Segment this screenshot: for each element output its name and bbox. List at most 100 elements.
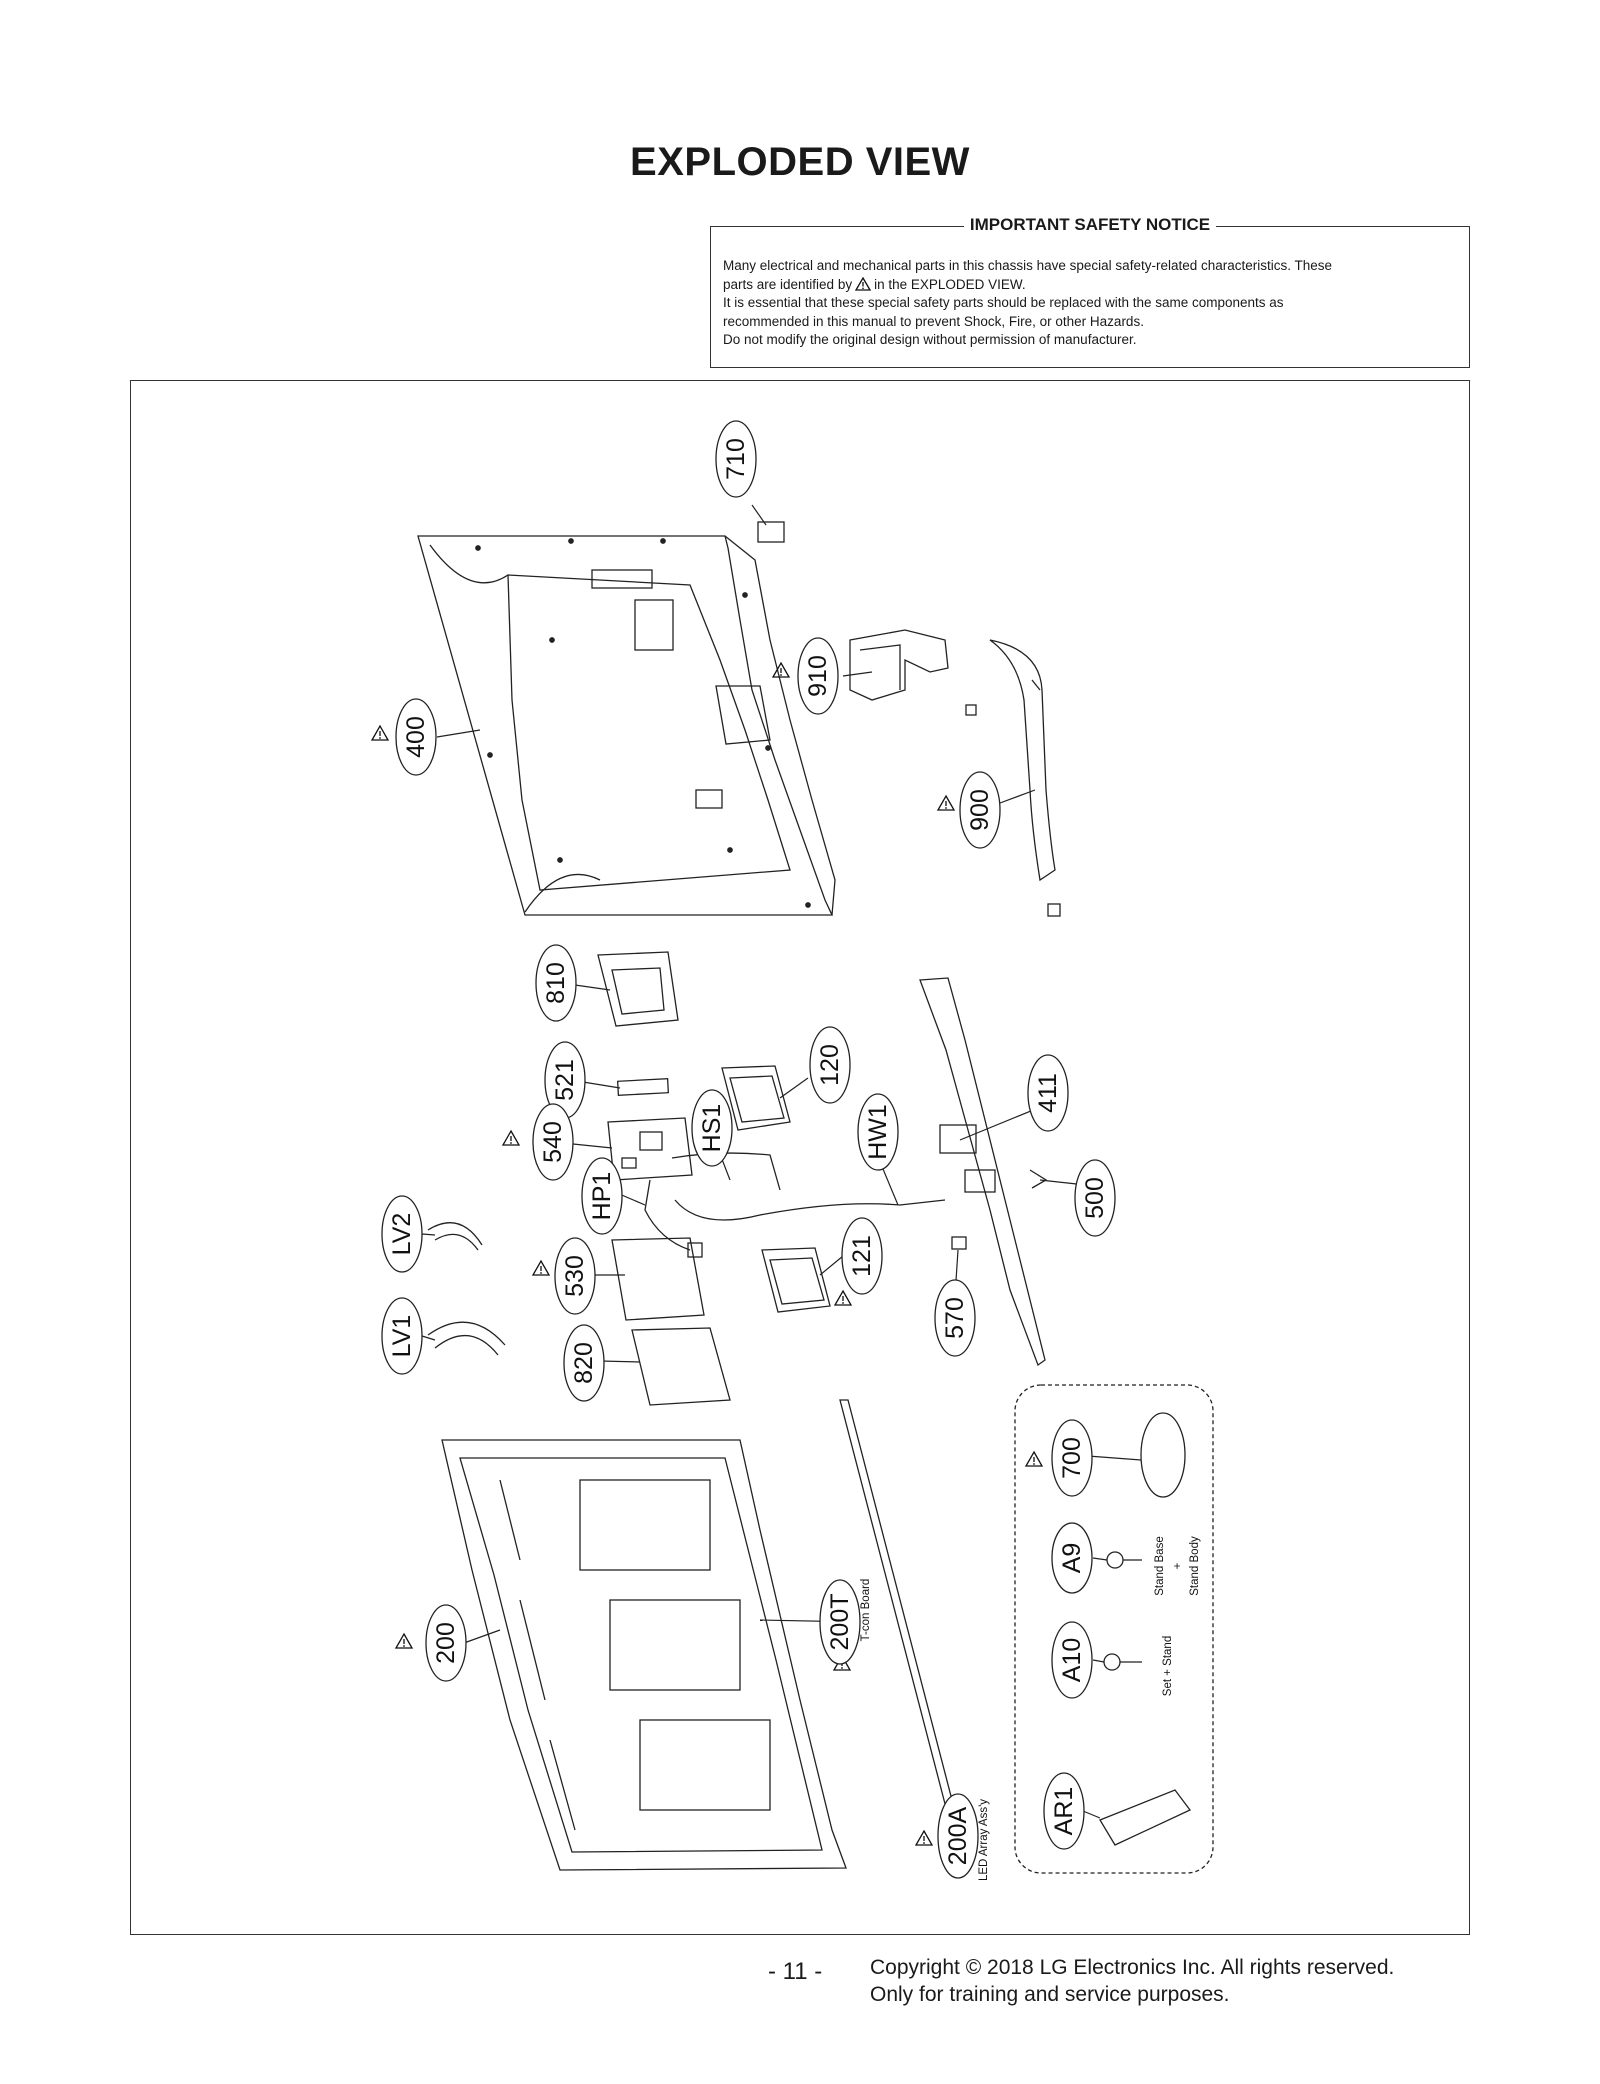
- power-cord-part: [1140, 1412, 1186, 1498]
- accessory-box: [1014, 1384, 1214, 1874]
- front-frame-part: [919, 977, 1046, 1367]
- shield-plate-820: [631, 1327, 731, 1406]
- stand-base-caption: Stand Base: [1154, 1536, 1166, 1595]
- callout-a10: A10: [1051, 1621, 1093, 1699]
- led-caption: LED Array Ass'y: [978, 1799, 990, 1881]
- safety-notice-box: IMPORTANT SAFETY NOTICE Many electrical …: [710, 215, 1470, 368]
- callout-121: 121: [841, 1217, 883, 1295]
- callout-530: 530: [554, 1237, 596, 1315]
- stand-body-part: [849, 629, 977, 716]
- callout-200: 200: [425, 1604, 467, 1682]
- svg-text:LV1: LV1: [388, 1315, 416, 1358]
- svg-text:810: 810: [542, 962, 570, 1004]
- svg-text:530: 530: [561, 1255, 589, 1297]
- svg-text:710: 710: [722, 438, 750, 480]
- callout-820: 820: [563, 1324, 605, 1402]
- warning-triangle-icon: [834, 1290, 852, 1306]
- speaker-121-part: [761, 1247, 831, 1313]
- part-710-bracket: [757, 521, 785, 543]
- svg-text:540: 540: [539, 1121, 567, 1163]
- power-board-part: [611, 1237, 705, 1321]
- svg-text:900: 900: [966, 789, 994, 831]
- svg-text:120: 120: [816, 1044, 844, 1086]
- notice-line: Do not modify the original design withou…: [723, 332, 1137, 347]
- callout-lv2: LV2: [381, 1195, 423, 1273]
- cable-hw1: [674, 1199, 946, 1221]
- callout-910: 910: [797, 637, 839, 715]
- stand-base-part: [989, 639, 1061, 917]
- warning-triangle-icon: [855, 276, 872, 291]
- callout-hw1: HW1: [857, 1093, 899, 1171]
- callout-hs1: HS1: [691, 1089, 733, 1167]
- lvds-cable-lv2: [427, 1222, 483, 1251]
- cable-hs1: [671, 1152, 781, 1191]
- callout-570: 570: [934, 1279, 976, 1357]
- back-cover-part: [417, 535, 836, 916]
- svg-text:400: 400: [402, 716, 430, 758]
- safety-notice-heading: IMPORTANT SAFETY NOTICE: [963, 215, 1217, 234]
- warning-triangle-icon: [532, 1260, 550, 1276]
- speaker-120-part: [721, 1065, 791, 1131]
- main-board-part: [607, 1117, 693, 1181]
- callout-200t: 200T: [819, 1579, 861, 1665]
- callout-a9: A9: [1051, 1522, 1093, 1594]
- svg-text:521: 521: [551, 1059, 579, 1101]
- svg-text:LV2: LV2: [388, 1213, 416, 1256]
- cable-hp1: [644, 1179, 691, 1251]
- svg-text:HP1: HP1: [588, 1172, 616, 1221]
- callout-411: 411: [1027, 1054, 1069, 1132]
- callout-200a: 200A: [937, 1793, 979, 1879]
- remote-part: [1099, 1789, 1192, 1846]
- svg-text:200: 200: [432, 1622, 460, 1664]
- callout-ar1: AR1: [1043, 1772, 1085, 1850]
- page-number: - 11 -: [768, 1958, 823, 1985]
- callout-521: 521: [544, 1041, 586, 1119]
- stand-body-caption: Stand Body: [1189, 1536, 1201, 1596]
- svg-text:200T: 200T: [826, 1594, 854, 1651]
- part-810-cover: [597, 951, 679, 1027]
- part-500-clip: [1029, 1169, 1048, 1189]
- part-570-clip: [951, 1236, 967, 1250]
- callout-500: 500: [1074, 1159, 1116, 1237]
- svg-text:A10: A10: [1058, 1638, 1086, 1682]
- svg-text:200A: 200A: [944, 1806, 972, 1865]
- notice-line: recommended in this manual to prevent Sh…: [723, 313, 1144, 329]
- page-title: EXPLODED VIEW: [630, 140, 970, 184]
- callout-120: 120: [809, 1026, 851, 1104]
- notice-line: It is essential that these special safet…: [723, 295, 1284, 310]
- callout-540: 540: [532, 1103, 574, 1181]
- svg-text:121: 121: [848, 1235, 876, 1277]
- callout-lv1: LV1: [381, 1297, 423, 1375]
- svg-text:HS1: HS1: [698, 1104, 726, 1153]
- screw-a9: [1106, 1551, 1142, 1569]
- svg-text:910: 910: [804, 655, 832, 697]
- copyright-notice: Copyright © 2018 LG Electronics Inc. All…: [870, 1956, 1395, 2006]
- screw-a10: [1103, 1653, 1142, 1671]
- callout-700: 700: [1051, 1419, 1093, 1497]
- lvds-cable-lv1: [427, 1321, 506, 1356]
- part-521-board: [616, 1078, 670, 1096]
- callout-810: 810: [535, 944, 577, 1022]
- notice-line: Many electrical and mechanical parts in …: [723, 258, 1333, 273]
- lcd-panel-part: [441, 1439, 847, 1871]
- warning-triangle-icon: [1025, 1451, 1043, 1467]
- warning-triangle-icon: [915, 1830, 933, 1846]
- callout-710: 710: [715, 420, 757, 498]
- set-stand-caption: Set + Stand: [1162, 1636, 1174, 1696]
- callout-400: 400: [395, 698, 437, 776]
- callout-hp1: HP1: [581, 1157, 623, 1235]
- svg-text:HW1: HW1: [864, 1104, 892, 1160]
- callout-900: 900: [959, 771, 1001, 849]
- svg-text:A9: A9: [1058, 1543, 1086, 1574]
- svg-text:AR1: AR1: [1050, 1787, 1078, 1836]
- svg-text:570: 570: [941, 1297, 969, 1339]
- warning-triangle-icon: [502, 1130, 520, 1146]
- tcon-caption: T-con Board: [860, 1579, 872, 1642]
- warning-triangle-icon: [937, 795, 955, 811]
- safety-notice-text: Many electrical and mechanical parts in …: [723, 257, 1457, 350]
- warning-triangle-icon: [772, 662, 790, 678]
- svg-text:700: 700: [1058, 1437, 1086, 1479]
- svg-text:500: 500: [1081, 1177, 1109, 1219]
